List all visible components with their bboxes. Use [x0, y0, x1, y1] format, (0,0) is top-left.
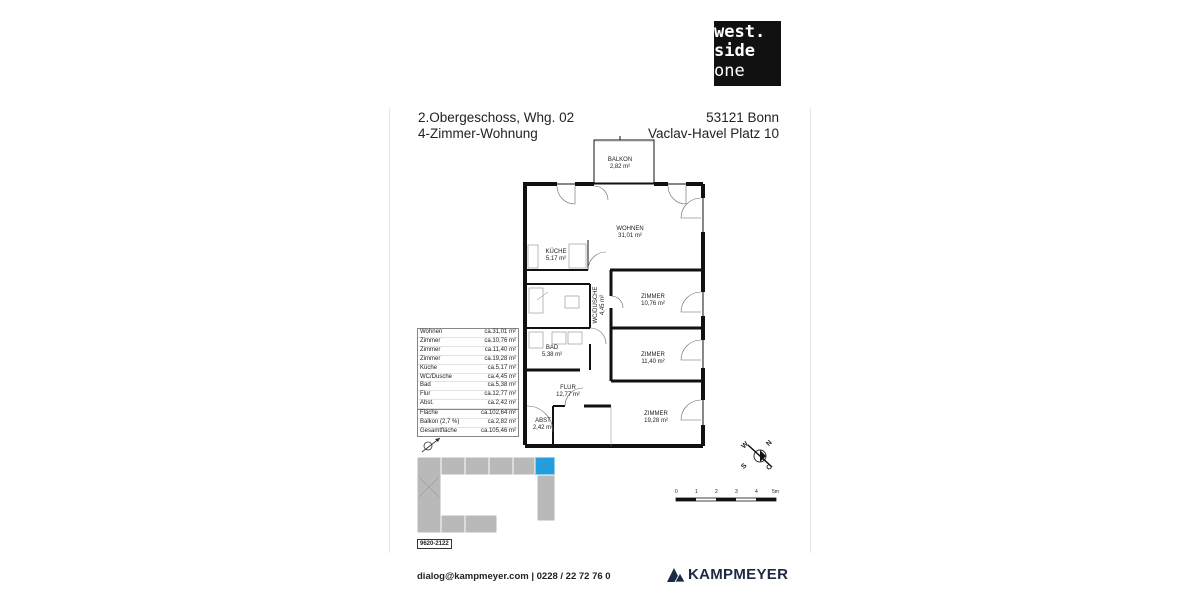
logo-line-3: one	[714, 61, 745, 81]
sheet-border-left	[389, 108, 390, 553]
room-flur-name: FLUR	[560, 385, 576, 391]
room-abst-name: ABST	[535, 418, 551, 424]
scale-tick-label: 5m	[772, 489, 779, 495]
room-wc-name: WC/DUSCHE	[593, 286, 599, 324]
legend-row: Abst.ca.2,42 m²	[418, 400, 518, 410]
room-wc: WC/DUSCHE 4,45 m²	[593, 285, 607, 325]
room-balkon: BALKON 2,82 m²	[600, 157, 640, 171]
room-zimmer-1: ZIMMER 10,76 m²	[633, 294, 673, 308]
apartment-type: 4-Zimmer-Wohnung	[418, 126, 538, 141]
scale-tick-label: 3	[735, 489, 738, 495]
room-bad-name: BAD	[545, 345, 559, 351]
scale-tick-label: 2	[715, 489, 718, 495]
sheet-border-right	[810, 108, 811, 553]
room-zimmer-2: ZIMMER 11,40 m²	[633, 352, 673, 366]
room-zimmer-1-area: 10,76 m²	[641, 301, 665, 307]
room-flur: FLUR 12,77 m²	[548, 385, 588, 399]
contact-info: dialog@kampmeyer.com | 0228 / 22 72 76 0	[417, 571, 611, 582]
room-zimmer-1-name: ZIMMER	[641, 294, 665, 300]
room-wc-area: 4,45 m²	[600, 294, 606, 316]
building-key-map	[417, 457, 556, 534]
room-zimmer-3-area: 19,28 m²	[644, 418, 668, 424]
kampmeyer-logo-icon	[667, 568, 685, 582]
room-balkon-name: BALKON	[607, 157, 633, 163]
compass-icon	[747, 444, 773, 468]
north-arrow-icon	[421, 437, 441, 453]
room-balkon-area: 2,82 m²	[609, 164, 631, 170]
room-wohnen-name: WOHNEN	[616, 226, 644, 232]
logo-line-2: side	[714, 41, 755, 61]
room-kueche-name: KÜCHE	[545, 249, 567, 255]
room-bad: BAD 5,38 m²	[532, 345, 572, 359]
logo-line-1: west.	[714, 22, 766, 42]
reference-code: 9620-2122	[417, 539, 452, 549]
room-bad-area: 5,38 m²	[541, 352, 563, 358]
room-wohnen-area: 31,01 m²	[618, 233, 642, 239]
scale-tick-label: 0	[675, 489, 678, 495]
keymap-block-west	[417, 457, 442, 534]
room-zimmer-3-name: ZIMMER	[644, 411, 668, 417]
room-wohnen: WOHNEN 31,01 m²	[610, 226, 650, 240]
room-kueche-area: 5,17 m²	[545, 256, 567, 262]
room-abst: ABST 2,42 m²	[528, 418, 558, 432]
westside-logo: west. side one	[714, 21, 781, 86]
scale-tick-label: 4	[755, 489, 758, 495]
legend-row-balcony: Balkon (2,7 %)ca.2,82 m²	[418, 419, 518, 428]
room-abst-area: 2,42 m²	[532, 425, 554, 431]
room-zimmer-2-area: 11,40 m²	[641, 359, 665, 365]
room-zimmer-3: ZIMMER 19,28 m²	[636, 411, 676, 425]
balcony-outline	[593, 139, 655, 184]
room-kueche: KÜCHE 5,17 m²	[536, 249, 576, 263]
exterior-wall-west	[523, 182, 557, 445]
room-zimmer-2-name: ZIMMER	[641, 352, 665, 358]
room-flur-area: 12,77 m²	[556, 392, 580, 398]
floor-label: 2.Obergeschoss, Whg. 02	[418, 110, 575, 125]
scale-tick-label: 1	[695, 489, 698, 495]
kampmeyer-brand: KAMPMEYER	[688, 566, 789, 583]
city-label: 53121 Bonn	[706, 110, 779, 125]
street-label: Vaclav-Havel Platz 10	[647, 126, 779, 141]
